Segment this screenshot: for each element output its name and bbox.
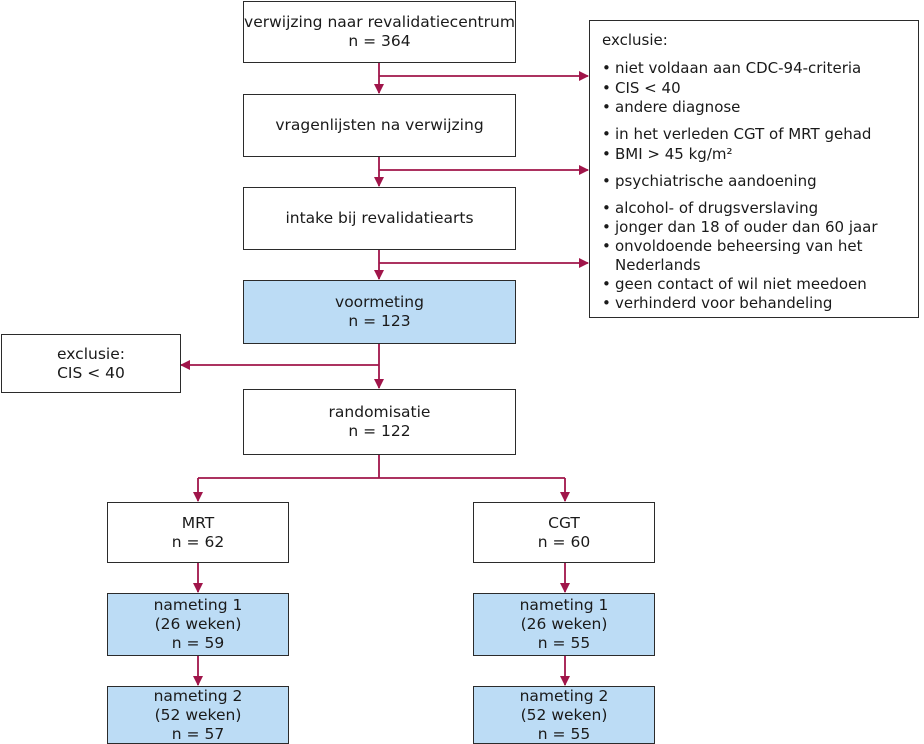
- mrt-followup1-count: n = 59: [171, 634, 225, 652]
- exclusion-item: geen contact of wil niet meedoen: [602, 275, 912, 294]
- mrt-label: MRT: [181, 513, 215, 532]
- exclusion-item: alcohol- of drugsverslaving: [602, 199, 912, 218]
- exclusion-item: BMI > 45 kg/m²: [602, 145, 912, 164]
- exclusion-item: jonger dan 18 of ouder dan 60 jaar: [602, 218, 912, 237]
- mrt-count: n = 62: [171, 532, 225, 551]
- cgt-followup2-period: (52 weken): [520, 705, 608, 724]
- exclusion-item: niet voldaan aan CDC-94-criteria: [602, 59, 912, 78]
- questionnaires-label: vragenlijsten na verwijzing: [275, 116, 484, 134]
- exclusion-main-title: exclusie:: [602, 31, 668, 49]
- mrt-followup2-box: nameting 2 (52 weken) n = 57: [107, 686, 289, 744]
- randomisation-box: randomisatie n = 122: [243, 389, 516, 455]
- randomisation-count: n = 122: [348, 422, 411, 440]
- exclusion-item: andere diagnose: [602, 98, 912, 117]
- questionnaires-box: vragenlijsten na verwijzing: [243, 94, 516, 157]
- cgt-followup1-box: nameting 1 (26 weken) n = 55: [473, 593, 655, 656]
- baseline-box: voormeting n = 123: [243, 280, 516, 344]
- exclusion-item: onvoldoende beheersing van het Nederland…: [602, 237, 912, 274]
- exclusion-item: verhinderd voor behandeling: [602, 294, 912, 313]
- mrt-followup2-period: (52 weken): [154, 705, 242, 724]
- mrt-followup2-count: n = 57: [171, 724, 225, 743]
- exclusion-main-box: exclusie: niet voldaan aan CDC-94-criter…: [589, 20, 919, 318]
- mrt-followup2-label: nameting 2: [153, 686, 243, 705]
- mrt-followup1-box: nameting 1 (26 weken) n = 59: [107, 593, 289, 656]
- cgt-followup1-label: nameting 1: [519, 596, 609, 614]
- exclusion-item: psychiatrische aandoening: [602, 172, 912, 191]
- baseline-count: n = 123: [348, 312, 411, 330]
- cgt-followup2-label: nameting 2: [519, 686, 609, 705]
- exclusion-left-reason: CIS < 40: [57, 363, 125, 382]
- referral-label: verwijzing naar revalidatiecentrum: [244, 13, 515, 31]
- intake-box: intake bij revalidatiearts: [243, 187, 516, 250]
- cgt-followup2-box: nameting 2 (52 weken) n = 55: [473, 686, 655, 744]
- cgt-label: CGT: [548, 513, 580, 532]
- mrt-followup1-label: nameting 1: [153, 596, 243, 614]
- cgt-count: n = 60: [537, 532, 591, 551]
- cgt-box: CGT n = 60: [473, 502, 655, 563]
- cgt-followup1-count: n = 55: [537, 634, 591, 652]
- randomisation-label: randomisatie: [328, 403, 431, 421]
- referral-box: verwijzing naar revalidatiecentrum n = 3…: [243, 1, 516, 63]
- cgt-followup2-count: n = 55: [537, 724, 591, 743]
- exclusion-left-box: exclusie: CIS < 40: [1, 334, 181, 393]
- exclusion-item: CIS < 40: [602, 79, 912, 98]
- referral-count: n = 364: [348, 32, 411, 50]
- exclusion-item: in het verleden CGT of MRT gehad: [602, 125, 912, 144]
- exclusion-left-title: exclusie:: [57, 344, 125, 363]
- mrt-box: MRT n = 62: [107, 502, 289, 563]
- mrt-followup1-period: (26 weken): [154, 615, 242, 633]
- intake-label: intake bij revalidatiearts: [285, 209, 474, 227]
- baseline-label: voormeting: [335, 293, 424, 311]
- cgt-followup1-period: (26 weken): [520, 615, 608, 633]
